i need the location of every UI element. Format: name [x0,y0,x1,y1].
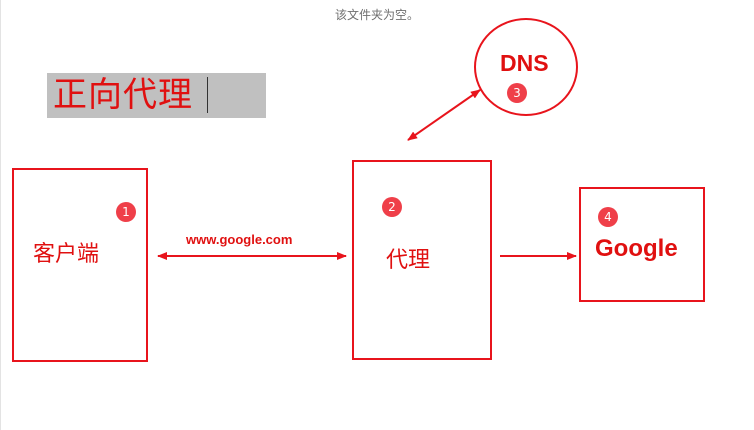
google-badge: 4 [598,207,618,227]
client-proxy-edge-label: www.google.com [186,232,293,247]
title-highlight[interactable]: 正向代理 [47,73,266,118]
client-badge: 1 [116,202,136,222]
empty-folder-message: 该文件夹为空。 [334,8,419,22]
dns-circle [474,18,578,116]
proxy-label: 代理 [386,248,431,273]
left-border [0,0,1,430]
proxy-dns-arrow [407,89,481,141]
client-label: 客户端 [33,242,100,267]
proxy-box [352,160,492,360]
client-box [12,168,148,362]
diagram-title: 正向代理 [53,75,193,115]
text-cursor [207,77,208,113]
dns-label: DNS [500,50,549,76]
google-box [579,187,705,302]
proxy-badge: 2 [382,197,402,217]
dns-badge: 3 [507,83,527,103]
google-label: Google [595,235,678,262]
